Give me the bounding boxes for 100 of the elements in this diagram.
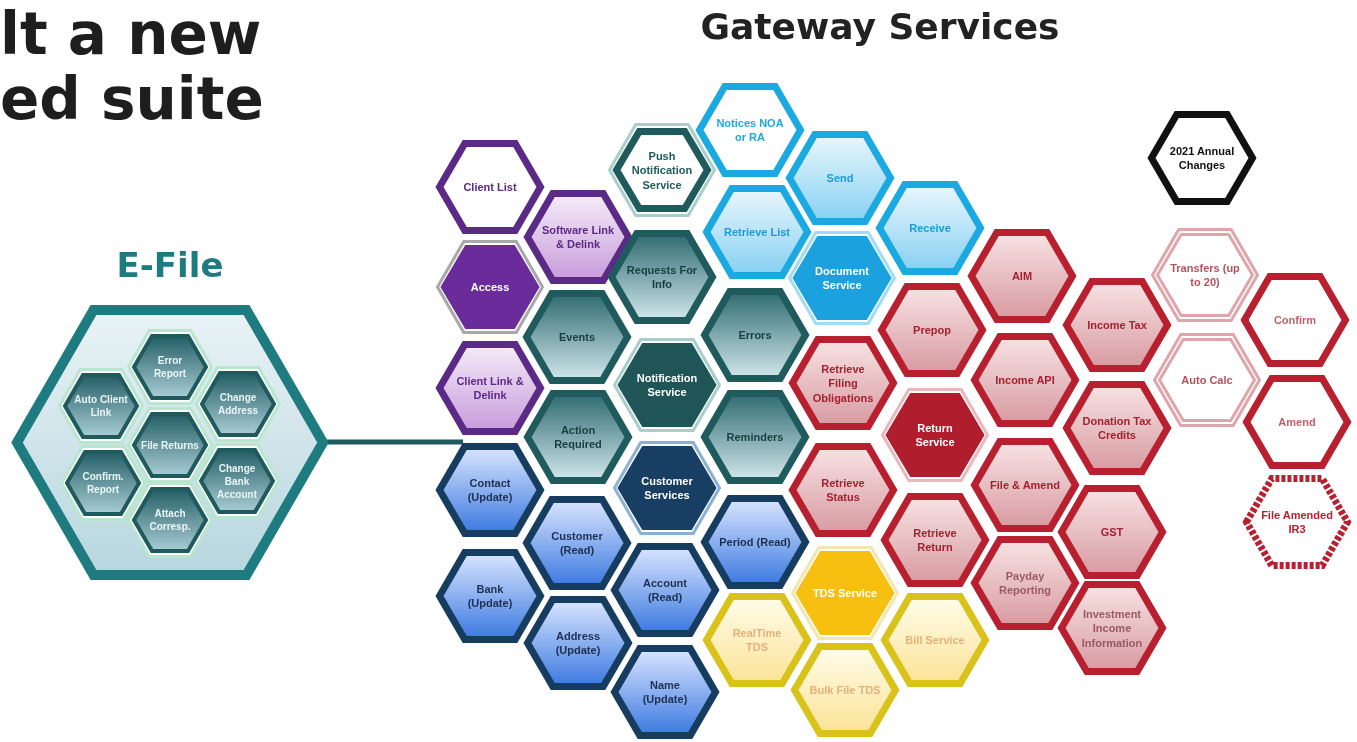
hexagon-label: Receive (908, 220, 952, 236)
service-hexagon (436, 240, 544, 334)
service-hexagon (436, 443, 544, 537)
hexagon-label: Change Bank Account (216, 461, 258, 500)
hexagon-label: Bank (Update) (466, 581, 514, 611)
hexagon-label: Document Service (814, 263, 870, 293)
hexagon-label: Name (Update) (641, 677, 689, 707)
hexagon-label: Customer (Read) (550, 528, 604, 558)
hexagon-label: Reminders (725, 429, 785, 445)
service-hexagon (195, 365, 281, 442)
hexagon-label: Push Notification Service (630, 148, 694, 192)
service-hexagon (524, 390, 632, 484)
service-hexagon (611, 645, 719, 739)
service-hexagon (524, 596, 632, 690)
hexagon-label: GST (1099, 524, 1125, 540)
service-hexagon (696, 83, 804, 177)
service-hexagon (1151, 228, 1259, 322)
service-hexagon (1243, 475, 1351, 569)
service-hexagon (1063, 381, 1171, 475)
hexagon-label: File Returns (140, 438, 200, 451)
hexagon-label: Transfers (up to 20) (1169, 260, 1241, 290)
service-hexagon (1058, 485, 1166, 579)
hexagon-label: Payday Reporting (998, 568, 1052, 598)
hexagon-label: Notices NOA or RA (715, 115, 785, 145)
service-hexagon (613, 338, 721, 432)
service-hexagon (701, 288, 809, 382)
hexagon-label: Address (Update) (554, 628, 602, 658)
hexagon-label: Send (825, 170, 855, 186)
hexagon-label: Retrieve Return (912, 525, 958, 555)
service-hexagon (611, 543, 719, 637)
service-hexagon (608, 123, 716, 217)
hexagon-label: Software Link & Delink (541, 222, 615, 252)
service-hexagon (971, 536, 1079, 630)
service-hexagon (789, 443, 897, 537)
hexagon-label: File & Amend (989, 477, 1061, 493)
section-heading: Gateway Services (699, 6, 1061, 47)
service-hexagon (1148, 111, 1256, 205)
service-hexagon (878, 283, 986, 377)
service-hexagon (613, 441, 721, 535)
service-hexagon (1153, 333, 1261, 427)
heading: lt a new ed suite (0, 2, 265, 132)
hexagon-label: Auto Calc (1180, 372, 1234, 388)
hexagon-label: Account (Read) (642, 575, 688, 605)
hexagon-label: Requests For Info (625, 262, 699, 292)
service-hexagon (1241, 273, 1349, 367)
service-hexagon (881, 593, 989, 687)
hexagon-label: Action Required (553, 422, 603, 452)
service-hexagon (701, 390, 809, 484)
service-hexagon (791, 546, 899, 640)
service-hexagon (1243, 375, 1351, 469)
hexagon-label: Attach Corresp. (148, 506, 192, 533)
hexagon-label: Period (Read) (718, 534, 792, 550)
hexagon-label: Access (469, 279, 511, 295)
service-hexagon (523, 496, 631, 590)
hexagon-label: Events (557, 329, 597, 345)
hexagon-label: Confirm. Report (81, 469, 125, 496)
hexagon-label: Retrieve Filing Obligations (811, 361, 875, 405)
service-hexagon (876, 181, 984, 275)
hexagon-label: Change Address (217, 390, 259, 417)
hexagon-label: RealTime TDS (731, 625, 783, 655)
service-hexagon (523, 290, 631, 384)
hexagon-label: Errors (737, 327, 773, 343)
service-hexagon (703, 593, 811, 687)
hexagon-label: Bill Service (904, 632, 966, 648)
hexagon-label: Return Service (914, 420, 956, 450)
hexagon-label: Client List (462, 179, 518, 195)
hexagon-label: AIM (1010, 268, 1034, 284)
service-hexagon (788, 231, 896, 325)
hexagon-label: Donation Tax Credits (1081, 413, 1153, 443)
hexagon-label: Prepop (912, 322, 952, 338)
service-hexagon (881, 388, 989, 482)
service-hexagon (789, 336, 897, 430)
service-hexagon (703, 185, 811, 279)
hexagon-label: Retrieve List (723, 224, 791, 240)
hexagon-label: 2021 Annual Changes (1168, 143, 1236, 173)
hexagon-label: Investment Income Information (1080, 606, 1144, 650)
hexagon-label: Error Report (152, 353, 188, 380)
service-hexagon (436, 549, 544, 643)
service-hexagon (1063, 278, 1171, 372)
hexagon-label: Notification Service (635, 370, 699, 400)
hexagon-label: Contact (Update) (466, 475, 514, 505)
hexagon-label: Retrieve Status (820, 475, 866, 505)
hexagon-label: TDS Service (811, 585, 879, 601)
hexagon-label: File Amended IR3 (1260, 507, 1334, 537)
service-hexagon (881, 493, 989, 587)
hexagon-label: Auto Client Link (73, 392, 129, 419)
service-hexagon (968, 229, 1076, 323)
service-hexagon (791, 643, 899, 737)
service-hexagon (1058, 581, 1166, 675)
hexagon-label: Income Tax (1086, 317, 1148, 333)
group-title: E-File (115, 244, 225, 285)
service-hexagon (436, 140, 544, 234)
service-hexagon (127, 481, 213, 558)
service-hexagon (971, 333, 1079, 427)
service-hexagon (971, 438, 1079, 532)
hexagon-label: Income API (994, 372, 1056, 388)
hexagon-label: Amend (1277, 414, 1317, 430)
hexagon-label: Client Link & Delink (455, 373, 525, 403)
hexagon-label: Confirm (1272, 312, 1318, 328)
hexagon-label: Bulk File TDS (808, 682, 882, 698)
